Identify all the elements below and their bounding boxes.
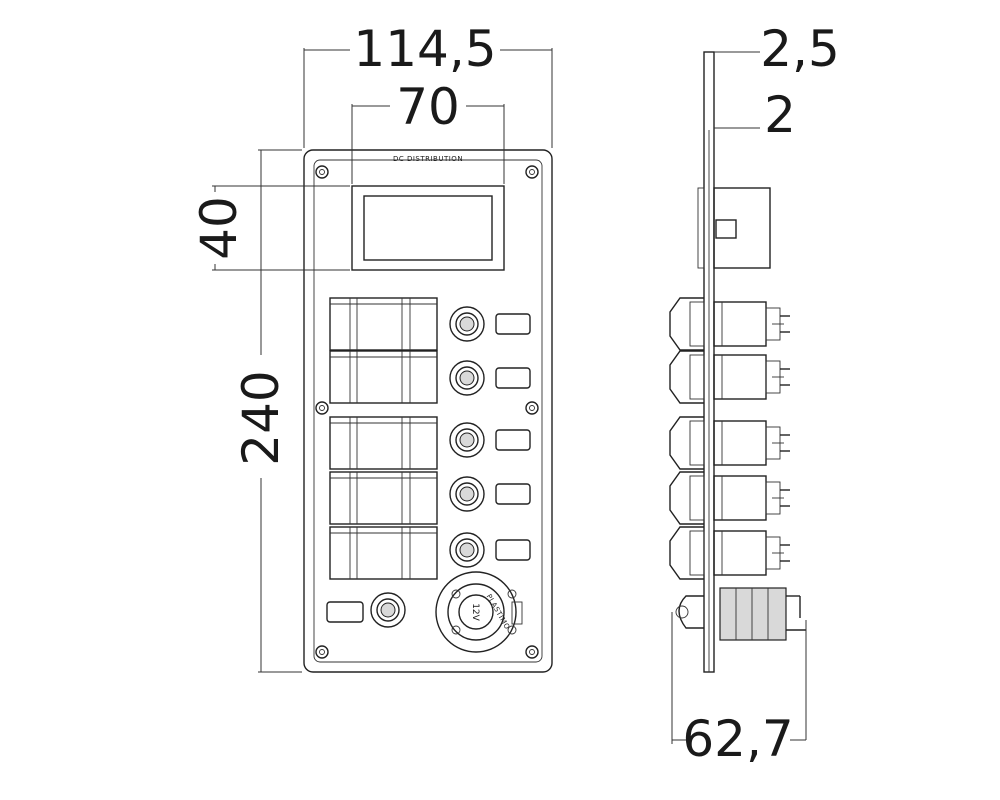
rocker-switch: [329, 350, 438, 404]
dim-display-height-value: 40: [190, 196, 248, 260]
indicator-led: [449, 422, 485, 458]
dim-overall-height: 240: [232, 149, 302, 673]
screw-mid-right: [525, 401, 539, 415]
dim-panel-thickness-value: 2,5: [760, 20, 840, 78]
cigarette-socket: 12V PLASTIMO: [435, 571, 523, 653]
indicator-led: [449, 532, 485, 568]
dim-panel-thickness: 2,5: [714, 20, 840, 78]
switch-bank: [329, 297, 438, 580]
dim-overall-width: 114,5: [303, 20, 553, 148]
panel-header-label: DC DISTRIBUTION: [393, 155, 463, 163]
dim-total-depth: 62,7: [671, 612, 806, 768]
display-frame: [351, 185, 505, 271]
dim-display-width-value: 70: [396, 78, 460, 136]
label-window: [495, 539, 531, 561]
panel-outline: [303, 149, 553, 673]
label-window: [495, 483, 531, 505]
rocker-switch: [329, 471, 438, 525]
panel-inner-bezel: [313, 159, 543, 663]
label-window: [495, 367, 531, 389]
indicator-led: [449, 476, 485, 512]
side-switch-body: [669, 416, 790, 470]
indicator-column: [449, 306, 531, 568]
side-switch-body: [669, 471, 790, 525]
dim-plate-thickness-value: 2: [764, 86, 796, 144]
screw-top-right: [525, 165, 539, 179]
side-display-housing: [713, 187, 771, 269]
socket-brand-label: PLASTIMO: [485, 593, 512, 631]
label-window: [495, 429, 531, 451]
label-window: [326, 601, 364, 623]
dim-display-height: 40: [190, 185, 350, 271]
dim-total-depth-value: 62,7: [682, 710, 793, 768]
indicator-led: [449, 306, 485, 342]
front-view: DC DISTRIBUTION 1: [190, 20, 553, 673]
side-switch-body: [669, 297, 790, 351]
side-switch-bodies: [669, 297, 790, 580]
dim-overall-width-value: 114,5: [353, 20, 496, 78]
rocker-switch: [329, 297, 438, 351]
indicator-led: [370, 592, 406, 628]
screw-mid-left: [315, 401, 329, 415]
side-switch-body: [669, 350, 790, 404]
socket-voltage-label: 12V: [470, 603, 480, 621]
side-socket-body: [675, 587, 807, 740]
rocker-switch: [329, 416, 438, 470]
screw-bottom-right: [525, 645, 539, 659]
dim-overall-height-value: 240: [232, 370, 290, 465]
rocker-switch: [329, 526, 438, 580]
side-switch-body: [669, 526, 790, 580]
dim-plate-thickness: 2: [714, 86, 796, 144]
screw-bottom-left: [315, 645, 329, 659]
dim-display-width: 70: [351, 78, 505, 184]
indicator-led: [449, 360, 485, 396]
side-view: 2,5 2 62,7: [669, 20, 840, 768]
screw-top-left: [315, 165, 329, 179]
label-window: [495, 313, 531, 335]
display-screen: [363, 195, 493, 261]
